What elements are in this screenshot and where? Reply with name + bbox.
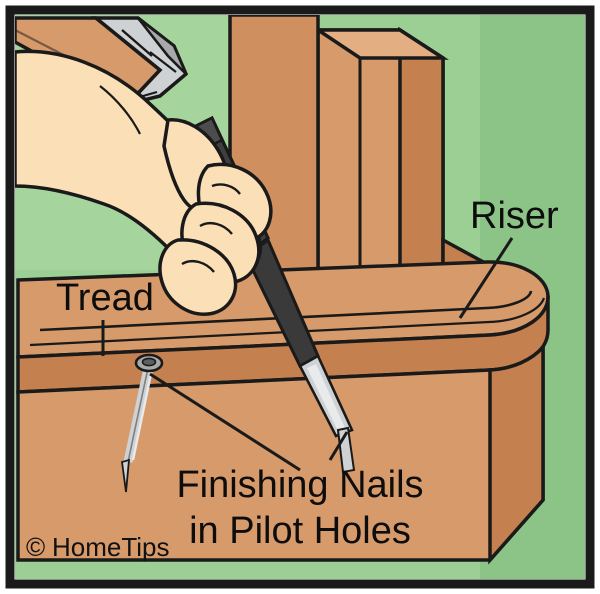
credit-hometips: HomeTips — [52, 532, 170, 562]
leader-lines — [101, 237, 514, 472]
finishing-nail-left — [121, 353, 164, 493]
label-finishing-nails-line2: in Pilot Holes — [189, 510, 411, 552]
label-finishing-nails-line1: Finishing Nails — [176, 464, 423, 506]
copyright-symbol: © — [26, 532, 45, 562]
newel-post — [312, 26, 449, 292]
hand-gripping-nail-set — [15, 49, 273, 316]
label-riser: Riser — [470, 195, 559, 237]
image-frame — [5, 5, 595, 589]
lower-riser — [16, 342, 545, 565]
label-tread: Tread — [56, 277, 154, 319]
